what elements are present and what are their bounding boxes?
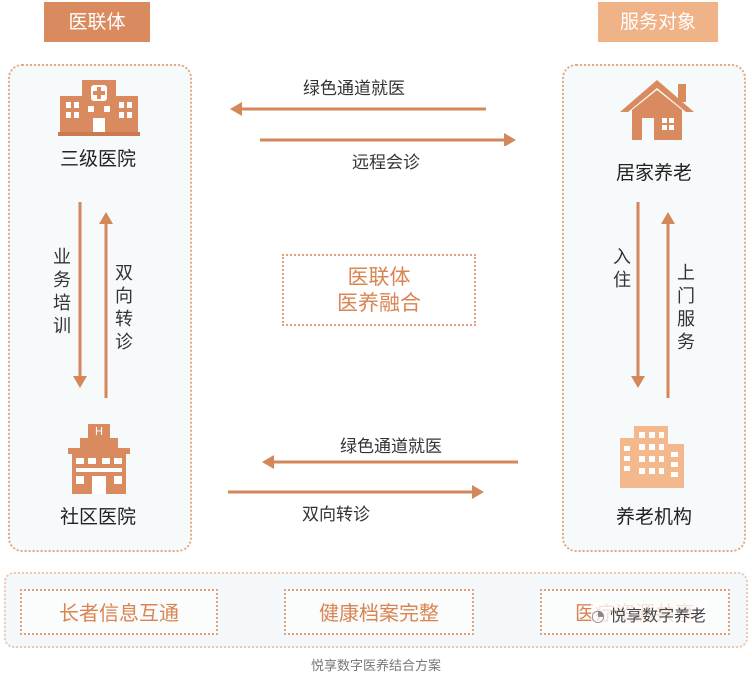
label-remote-consultation: 远程会诊: [352, 153, 420, 173]
label-move-in: 入住: [613, 247, 631, 291]
left-vertical-arrows: [73, 202, 113, 398]
feature-elder-info-sharing: 长者信息互通: [20, 589, 218, 635]
watermark-text: 悦享数字养老: [610, 606, 707, 625]
node-community-hospital: 社区医院: [59, 506, 136, 528]
watermark: ◔ 悦享数字养老: [591, 602, 707, 626]
svg-text:H: H: [95, 425, 103, 438]
center-line-2: 医养融合: [337, 291, 421, 315]
label-green-channel-top: 绿色通道就医: [303, 79, 405, 99]
center-line-1: 医联体: [347, 265, 411, 289]
house-icon: [620, 80, 694, 140]
center-medical-care-integration: 医联体 医养融合: [282, 254, 476, 326]
tab-service-targets: 服务对象: [598, 2, 718, 42]
wechat-icon: ◔: [591, 606, 605, 625]
label-two-way-referral-bottom: 双向转诊: [302, 505, 370, 525]
community-hospital-icon: H: [68, 424, 130, 494]
label-two-way-referral-left: 双向转诊: [115, 263, 133, 353]
node-nursing-institution: 养老机构: [615, 506, 692, 528]
label-green-channel-bottom: 绿色通道就医: [340, 437, 442, 457]
bottom-horizontal-arrows: [228, 455, 518, 499]
label-home-visit-service: 上门服务: [677, 263, 695, 353]
nursing-home-building-icon: [620, 426, 684, 488]
top-horizontal-arrows: [230, 102, 516, 146]
right-vertical-arrows: [631, 202, 675, 398]
label-business-training: 业务培训: [53, 247, 71, 337]
hospital-icon: [58, 80, 140, 136]
caption: 悦享数字医养结合方案: [310, 659, 441, 674]
node-home-care: 居家养老: [615, 162, 692, 184]
node-tertiary-hospital: 三级医院: [59, 148, 136, 170]
tab-medical-alliance: 医联体: [44, 2, 150, 42]
feature-health-records: 健康档案完整: [284, 589, 474, 635]
